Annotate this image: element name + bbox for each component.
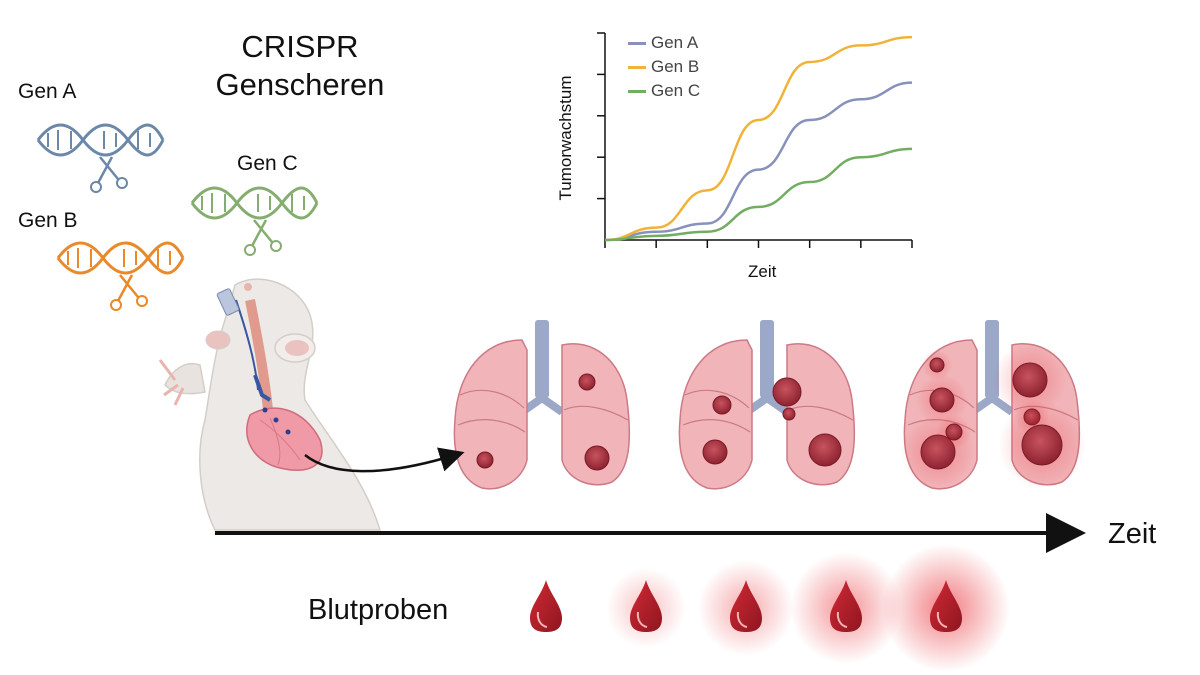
tumor [1021, 424, 1063, 466]
gen-c-label: Gen C [237, 152, 298, 175]
gen-a-label: Gen A [18, 80, 77, 103]
tumor [782, 407, 796, 421]
tumor [929, 357, 945, 373]
legend-swatch [628, 89, 646, 93]
series-line-b [604, 35, 913, 242]
chart-x-axis-label: Zeit [748, 262, 777, 281]
blood-drop-highlight [636, 611, 648, 628]
tumor [578, 373, 596, 391]
blood-drop-icon [530, 580, 562, 632]
series-line-c [604, 147, 913, 242]
tumor [712, 395, 732, 415]
blood-drop-5 [882, 544, 1010, 672]
lung-stage-1 [476, 373, 610, 471]
blood-drop-1 [530, 580, 562, 632]
tumor [584, 445, 610, 471]
legend-item-gen-c: Gen C [628, 81, 700, 101]
lung-stage-2 [678, 320, 856, 490]
scissors-icon [244, 219, 282, 256]
legend-label: Gen A [651, 33, 699, 52]
chart-ticks [597, 32, 913, 248]
tumor [476, 451, 494, 469]
dna-gen-c-icon [190, 186, 319, 256]
scissors-icon [110, 274, 148, 311]
tumor [772, 377, 802, 407]
mouse-illustration [158, 278, 382, 531]
title-line-1: CRISPR [241, 29, 359, 64]
scissors-icon [90, 156, 128, 193]
lung-stage-3 [900, 320, 1086, 490]
gen-b-label: Gen B [18, 209, 78, 232]
page-title: CRISPR Genscheren [150, 28, 450, 104]
tumor [808, 433, 842, 467]
blood-drop-highlight [836, 611, 848, 628]
legend-item-gen-b: Gen B [628, 57, 699, 77]
chart-y-axis-label: Tumorwachstum [556, 75, 575, 201]
tumor [702, 439, 728, 465]
legend-item-gen-a: Gen A [628, 33, 698, 53]
blood-samples-label: Blutproben [308, 594, 449, 626]
legend-swatch [628, 65, 646, 69]
blood-drop-highlight [736, 611, 748, 628]
legend-label: Gen C [651, 81, 701, 100]
dna-gen-a-icon [36, 123, 165, 193]
mouse-to-lung-arrow [304, 447, 465, 473]
blood-drop-3 [698, 560, 794, 656]
legend-swatch [628, 41, 646, 45]
title-line-2: Genscheren [215, 67, 385, 102]
blood-drop-highlight [936, 611, 948, 628]
lung-illustration [453, 320, 631, 490]
series-line-a [604, 81, 913, 242]
blood-drop-4 [790, 552, 902, 664]
chart-series [604, 35, 913, 242]
tumor [945, 423, 963, 441]
legend-label: Gen B [651, 57, 700, 76]
tumor [1012, 362, 1048, 398]
dna-gen-b-icon [56, 241, 185, 311]
blood-samples [530, 544, 1010, 672]
growth-chart [597, 32, 913, 248]
blood-drop-2 [606, 568, 686, 648]
blood-drop-highlight [536, 611, 548, 628]
timeline-label: Zeit [1108, 518, 1157, 550]
tumor [929, 387, 955, 413]
lung-stages [476, 320, 1086, 490]
